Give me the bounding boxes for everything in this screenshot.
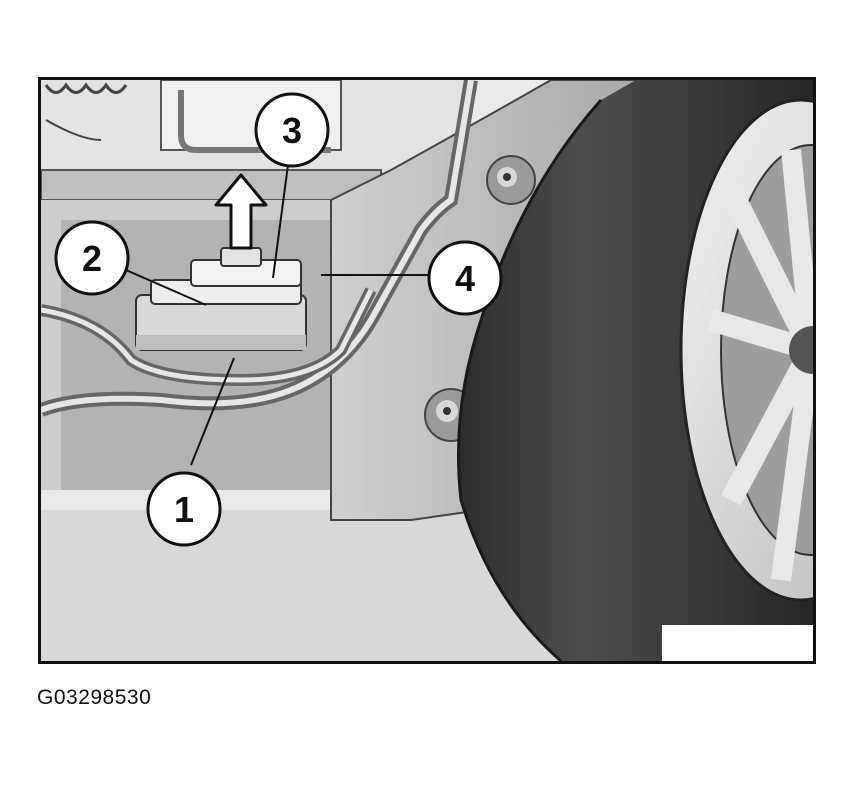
crossmember bbox=[41, 169, 382, 201]
callout-4: 4 bbox=[427, 240, 503, 316]
label-box bbox=[662, 625, 813, 661]
callout-2: 2 bbox=[54, 220, 130, 296]
tire-tread-edge bbox=[457, 99, 603, 661]
diagram-illustration: 1 2 3 4 bbox=[41, 80, 813, 661]
callout-4-label: 4 bbox=[455, 258, 475, 299]
pipe-main-highlight bbox=[41, 80, 474, 413]
removal-arrow bbox=[214, 173, 268, 250]
callout-3: 3 bbox=[254, 92, 330, 168]
wheel-rim bbox=[679, 98, 813, 602]
spring-coil bbox=[44, 82, 128, 94]
callout-1-label: 1 bbox=[174, 489, 194, 530]
component-module bbox=[135, 247, 307, 351]
callout-2-label: 2 bbox=[82, 238, 102, 279]
leader-line-2 bbox=[125, 269, 207, 306]
bolt-upper bbox=[486, 155, 536, 205]
leader-line-3 bbox=[272, 164, 289, 279]
spring-wire bbox=[45, 119, 102, 141]
callout-3-label: 3 bbox=[282, 110, 302, 151]
upper-tube bbox=[178, 90, 331, 153]
pipe-secondary-highlight bbox=[41, 288, 374, 383]
diagram-figure: 1 2 3 4 bbox=[38, 77, 816, 664]
callout-1: 1 bbox=[146, 471, 222, 547]
figure-caption: G03298530 bbox=[37, 686, 152, 709]
leader-line-1 bbox=[190, 357, 235, 466]
